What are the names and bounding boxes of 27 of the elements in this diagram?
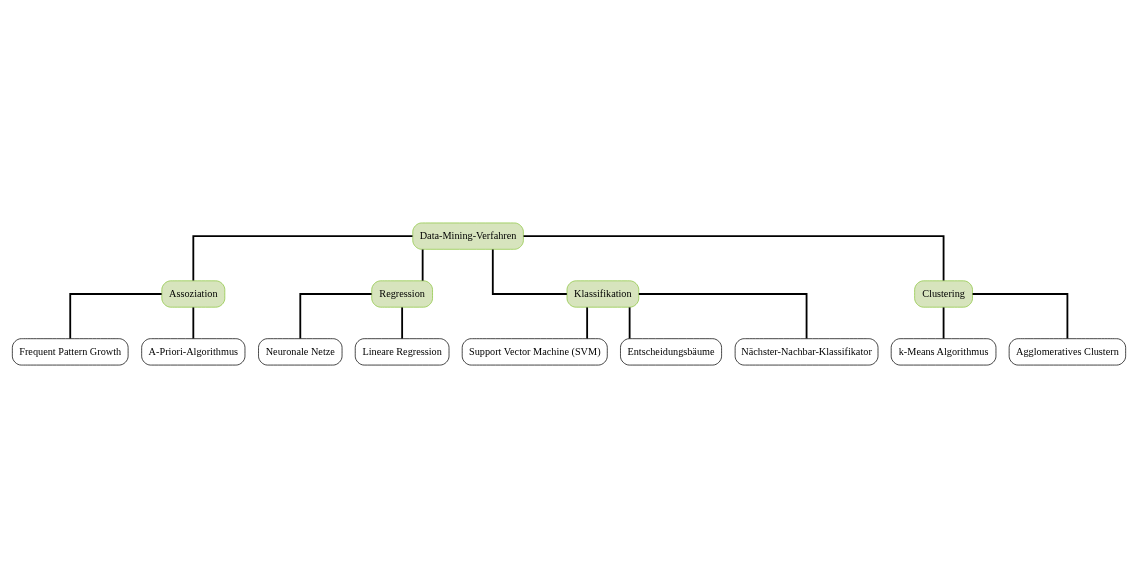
connector (491, 248, 568, 295)
connector (942, 306, 945, 339)
node-box: Neuronale Netze (258, 337, 343, 365)
connector (192, 306, 195, 339)
node-box: Klassifikation (566, 279, 640, 308)
node-box: Agglomeratives Clustern (1008, 337, 1126, 365)
connector (637, 292, 808, 339)
connector (522, 234, 945, 281)
connector (69, 292, 163, 339)
node-box: Entscheidungsbäume (620, 337, 722, 365)
node-box: Frequent Pattern Growth (12, 337, 129, 365)
node-box: Support Vector Machine (SVM) (461, 337, 608, 365)
node-box: Assoziation (161, 279, 226, 308)
node-box: k-Means Algorithmus (890, 337, 997, 365)
connector (971, 292, 1069, 339)
connector (628, 306, 631, 339)
connector (299, 292, 373, 339)
node-box: Lineare Regression (354, 337, 450, 365)
node-box: Data-Mining-Verfahren (412, 222, 524, 250)
node-box: A-Priori-Algorithmus (141, 337, 246, 365)
connector (586, 306, 589, 339)
connector (401, 306, 404, 339)
node-box: Regression (371, 279, 433, 308)
node-box: Clustering (914, 279, 973, 308)
connector (192, 234, 414, 281)
connector (421, 248, 424, 282)
node-box: Nächster-Nachbar-Klassifikator (734, 337, 879, 365)
